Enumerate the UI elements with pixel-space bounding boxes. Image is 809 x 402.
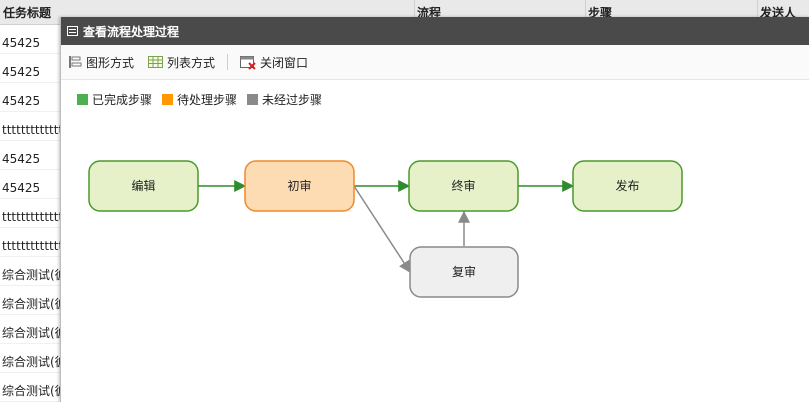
legend-not-passed: 未经过步骤: [247, 91, 322, 108]
table-row[interactable]: 45425: [0, 25, 60, 54]
table-row[interactable]: 45425: [0, 141, 60, 170]
legend-completed: 已完成步骤: [77, 91, 152, 108]
table-row[interactable]: 综合测试(彼: [0, 286, 60, 315]
column-flow[interactable]: 流程: [414, 0, 441, 24]
toolbar-divider: [227, 54, 229, 70]
table-row[interactable]: 综合测试(彼: [0, 315, 60, 344]
legend-label-not-passed: 未经过步骤: [262, 92, 323, 107]
node-edit[interactable]: 编辑: [88, 160, 199, 212]
dialog-title: 查看流程处理过程: [83, 24, 180, 39]
list-view-label: 列表方式: [167, 55, 216, 70]
legend-label-pending: 待处理步骤: [177, 92, 238, 107]
node-label-edit: 编辑: [131, 178, 155, 193]
flow-diagram: 编辑 初审 终审 发布 复审: [88, 160, 683, 298]
legend-swatch-completed: [77, 93, 88, 105]
table-row[interactable]: 综合测试(彼: [0, 257, 60, 286]
legend-swatch-not-passed: [247, 93, 259, 105]
node-recheck[interactable]: 复审: [409, 246, 519, 298]
table-row[interactable]: 综合测试(彼: [0, 344, 60, 373]
list-view-button[interactable]: 列表方式: [148, 54, 215, 71]
node-publish[interactable]: 发布: [572, 160, 683, 212]
table-list-icon: [148, 56, 164, 68]
column-sender[interactable]: 发送人: [757, 0, 796, 24]
graph-view-icon: [69, 56, 82, 68]
legend-swatch-pending: [162, 93, 174, 105]
close-window-label: 关闭窗口: [260, 55, 309, 70]
dialog-toolbar: 图形方式 列表方式 关闭窗口: [61, 45, 809, 80]
edge-first-to-recheck: [353, 185, 411, 274]
close-window-icon: [240, 55, 256, 70]
dialog-titlebar[interactable]: 查看流程处理过程: [61, 17, 809, 45]
node-label-recheck: 复审: [452, 264, 476, 279]
table-row[interactable]: 45425: [0, 54, 60, 83]
graph-view-button[interactable]: 图形方式: [68, 54, 134, 71]
node-label-final-review: 终审: [451, 178, 475, 193]
legend-pending: 待处理步骤: [162, 91, 237, 108]
column-task-title[interactable]: 任务标题: [3, 6, 52, 20]
node-first-review[interactable]: 初审: [244, 160, 355, 212]
legend-label-completed: 已完成步骤: [92, 92, 153, 107]
window-icon: [67, 26, 78, 36]
column-step[interactable]: 步骤: [585, 0, 612, 24]
table-row[interactable]: 综合测试(彼: [0, 373, 60, 402]
flow-process-dialog: 查看流程处理过程 图形方式 列表方式: [60, 17, 809, 402]
table-row[interactable]: 45425: [0, 170, 60, 199]
close-window-button[interactable]: 关闭窗口: [240, 54, 308, 71]
node-label-publish: 发布: [615, 178, 639, 193]
node-label-first-review: 初审: [287, 178, 311, 193]
node-final-review[interactable]: 终审: [408, 160, 519, 212]
table-row[interactable]: 45425: [0, 83, 60, 112]
status-legend: 已完成步骤 待处理步骤 未经过步骤: [61, 80, 809, 118]
graph-view-label: 图形方式: [86, 55, 135, 70]
